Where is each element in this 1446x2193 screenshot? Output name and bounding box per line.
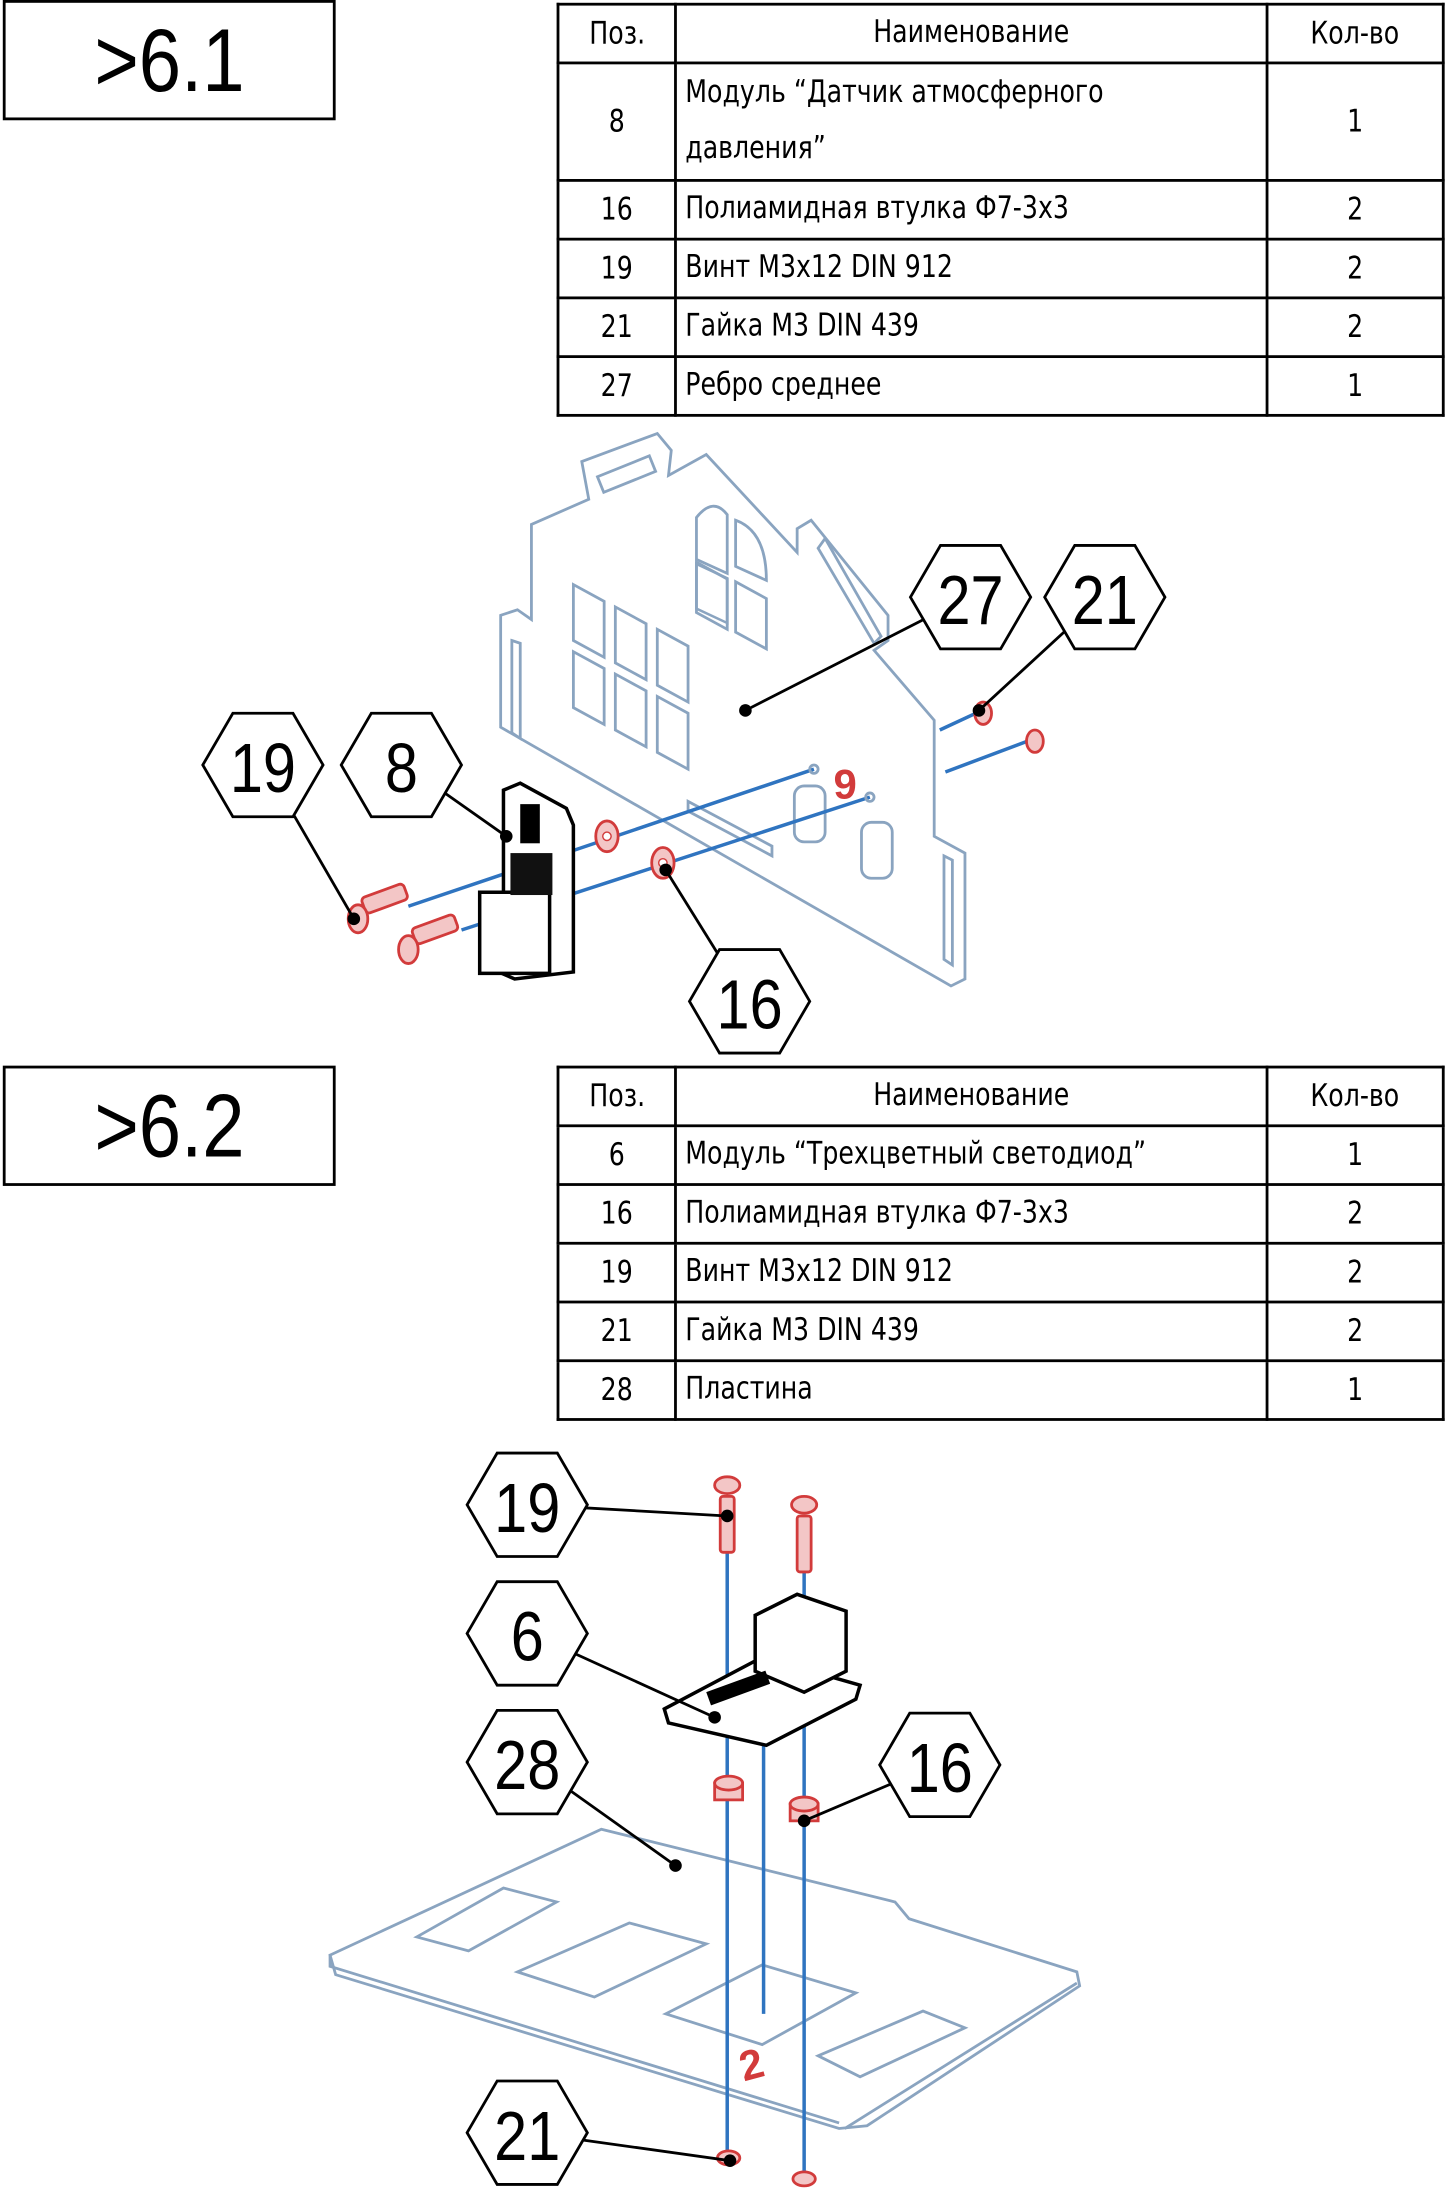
step-number: >6.1 <box>94 9 245 111</box>
leader-dot <box>720 1509 734 1523</box>
hexagon-callout-frame <box>687 948 812 1055</box>
hexagon-callout-frame <box>201 711 325 819</box>
hexagon-callout-frame <box>465 1451 589 1558</box>
leader-line <box>803 1781 894 1823</box>
bushing-16 <box>594 819 676 880</box>
hexagon-callout-frame <box>1043 544 1167 651</box>
callout-number: 6 <box>511 1597 544 1676</box>
parts-table-6-1: Поз. Наименование Кол-во 8 Модуль “Датчи… <box>556 2 1445 417</box>
callout-number: 21 <box>494 2096 560 2175</box>
hexagon-callout-frame <box>465 1708 589 1816</box>
step-label-6-2: >6.2 <box>2 1065 336 1186</box>
leader-dot <box>797 1814 811 1828</box>
leader-dot <box>708 1711 721 1724</box>
part-mark-2: 2 <box>734 2039 769 2090</box>
screw-19 <box>346 882 460 965</box>
callout-19: 19 <box>201 711 361 926</box>
callout-number: 16 <box>717 965 783 1044</box>
callout-number: 19 <box>230 728 296 807</box>
leader-line <box>978 627 1069 712</box>
leader-dot <box>972 704 986 717</box>
hexagon-callout-frame <box>878 1711 1002 1819</box>
table-header: Поз. Наименование Кол-во <box>556 1065 1445 1128</box>
part-mark-9: 9 <box>834 761 857 808</box>
sensor-module-8 <box>477 781 576 981</box>
callout-21: 21 <box>465 2079 737 2186</box>
leader-line <box>442 790 508 838</box>
plate-part-28 <box>328 1827 1082 2130</box>
callout-number: 19 <box>494 1468 560 1547</box>
leader-dot <box>659 863 672 877</box>
header-qty: Кол-во <box>1265 2 1445 65</box>
leader-line <box>664 869 724 962</box>
leader-line <box>744 617 927 712</box>
callout-21: 21 <box>972 544 1167 717</box>
led-module-6 <box>662 1592 863 1748</box>
leader-line <box>577 1506 728 1518</box>
header-name: Наименование <box>674 2 1269 65</box>
callout-16: 16 <box>797 1711 1002 1828</box>
leader-line <box>287 805 356 920</box>
callout-19: 19 <box>465 1451 734 1558</box>
step-number: >6.2 <box>94 1075 245 1177</box>
callout-6: 6 <box>465 1580 721 1724</box>
callout-number: 27 <box>938 561 1004 640</box>
leader-line <box>572 1651 716 1719</box>
callout-number: 28 <box>494 1726 560 1805</box>
callout-27: 27 <box>739 544 1033 717</box>
leader-dot <box>723 2154 737 2167</box>
callout-number: 16 <box>907 1728 973 1807</box>
rib-part-27 <box>499 431 967 988</box>
leader-dot <box>499 830 513 843</box>
leader-dot <box>347 912 361 926</box>
hexagon-callout-frame <box>339 711 464 819</box>
leader-line <box>567 1788 677 1867</box>
screw-19 <box>713 1475 819 1574</box>
step-label-6-1: >6.1 <box>2 0 336 121</box>
leader-dot <box>739 704 752 717</box>
callout-8: 8 <box>339 711 513 843</box>
table-header: Поз. Наименование Кол-во <box>556 2 1445 65</box>
hexagon-callout-frame <box>908 544 1033 651</box>
callout-28: 28 <box>465 1708 682 1872</box>
leader-dot <box>669 1859 682 1872</box>
hexagon-callout-frame <box>465 1580 589 1687</box>
callout-number: 21 <box>1072 561 1138 640</box>
leader-line <box>576 2137 731 2163</box>
header-pos: Поз. <box>556 2 677 65</box>
hexagon-callout-frame <box>465 2079 589 2186</box>
callout-number: 8 <box>385 728 418 807</box>
callout-16: 16 <box>659 863 812 1055</box>
